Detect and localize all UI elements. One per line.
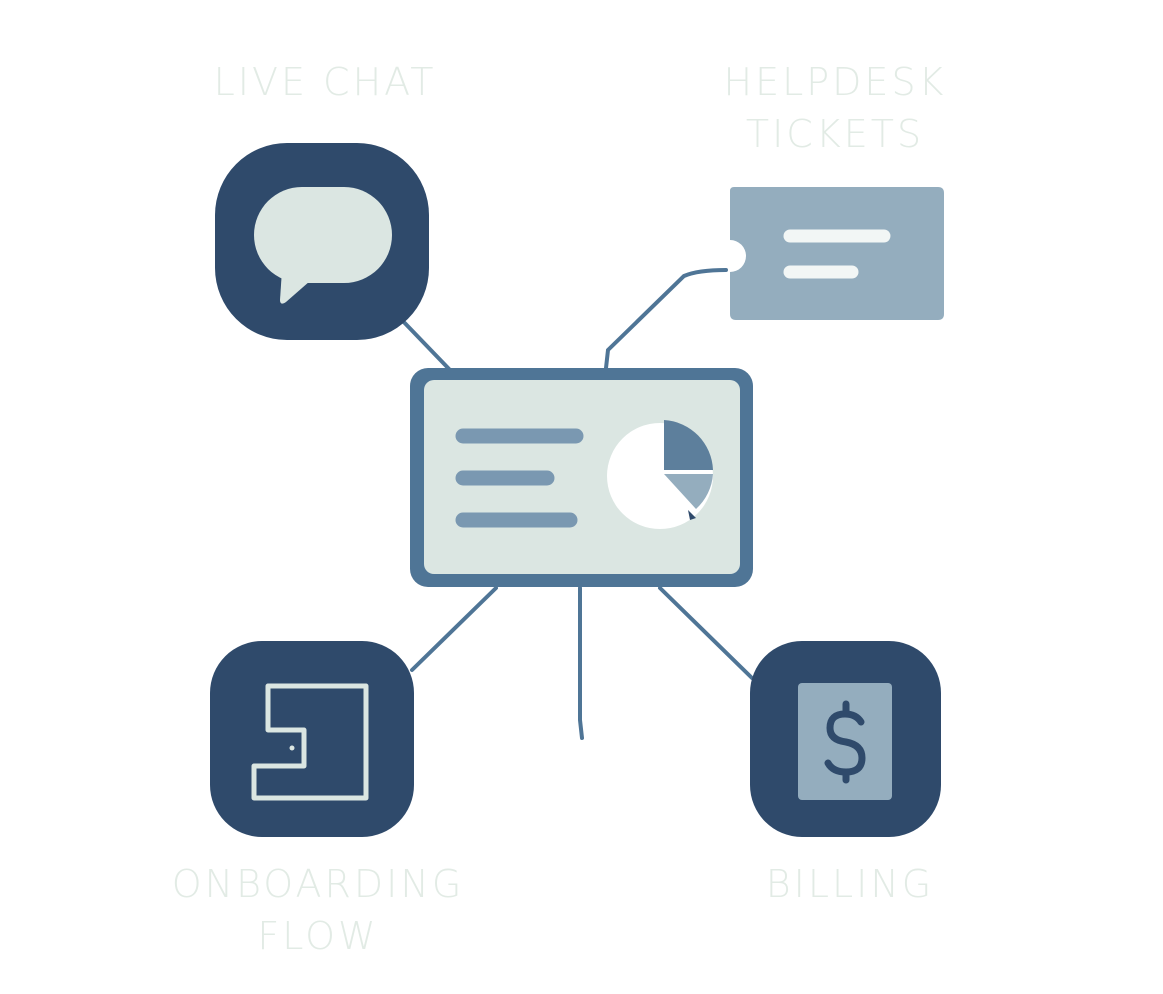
label-helpdesk-tickets: HELPDESK TICKETS (680, 56, 990, 160)
label-helpdesk-line1: HELPDESK (723, 60, 947, 104)
dashboard-text-lines (455, 428, 584, 528)
ticket-lines (783, 229, 891, 279)
helpdesk-node (730, 187, 944, 320)
dollar-sign-icon (824, 700, 866, 784)
connector-helpdesk (604, 268, 728, 370)
pie-chart-icon (607, 420, 713, 529)
label-onboarding-line1: ONBOARDING (171, 862, 465, 906)
connector-live-chat (396, 314, 452, 372)
live-chat-node (215, 143, 429, 340)
label-live-chat-text: LIVE CHAT (213, 60, 437, 104)
flow-dot (289, 745, 295, 751)
speech-bubble-icon (254, 187, 392, 304)
flow-path-icon (251, 683, 369, 801)
onboarding-tile (210, 641, 414, 837)
onboarding-node (210, 641, 414, 837)
label-onboarding-flow: ONBOARDING FLOW (140, 858, 496, 962)
ticket-icon (730, 187, 944, 320)
billing-node (750, 641, 941, 837)
connector-center-stem (578, 586, 584, 740)
label-helpdesk-line2: TICKETS (745, 112, 925, 156)
label-billing: BILLING (740, 858, 960, 910)
label-billing-text: BILLING (765, 862, 935, 906)
label-onboarding-line2: FLOW (257, 914, 379, 958)
connector-billing (658, 586, 754, 680)
dashboard-icon (410, 368, 753, 587)
label-live-chat: LIVE CHAT (175, 56, 475, 108)
connectors (396, 268, 754, 740)
connector-onboarding (410, 586, 498, 672)
